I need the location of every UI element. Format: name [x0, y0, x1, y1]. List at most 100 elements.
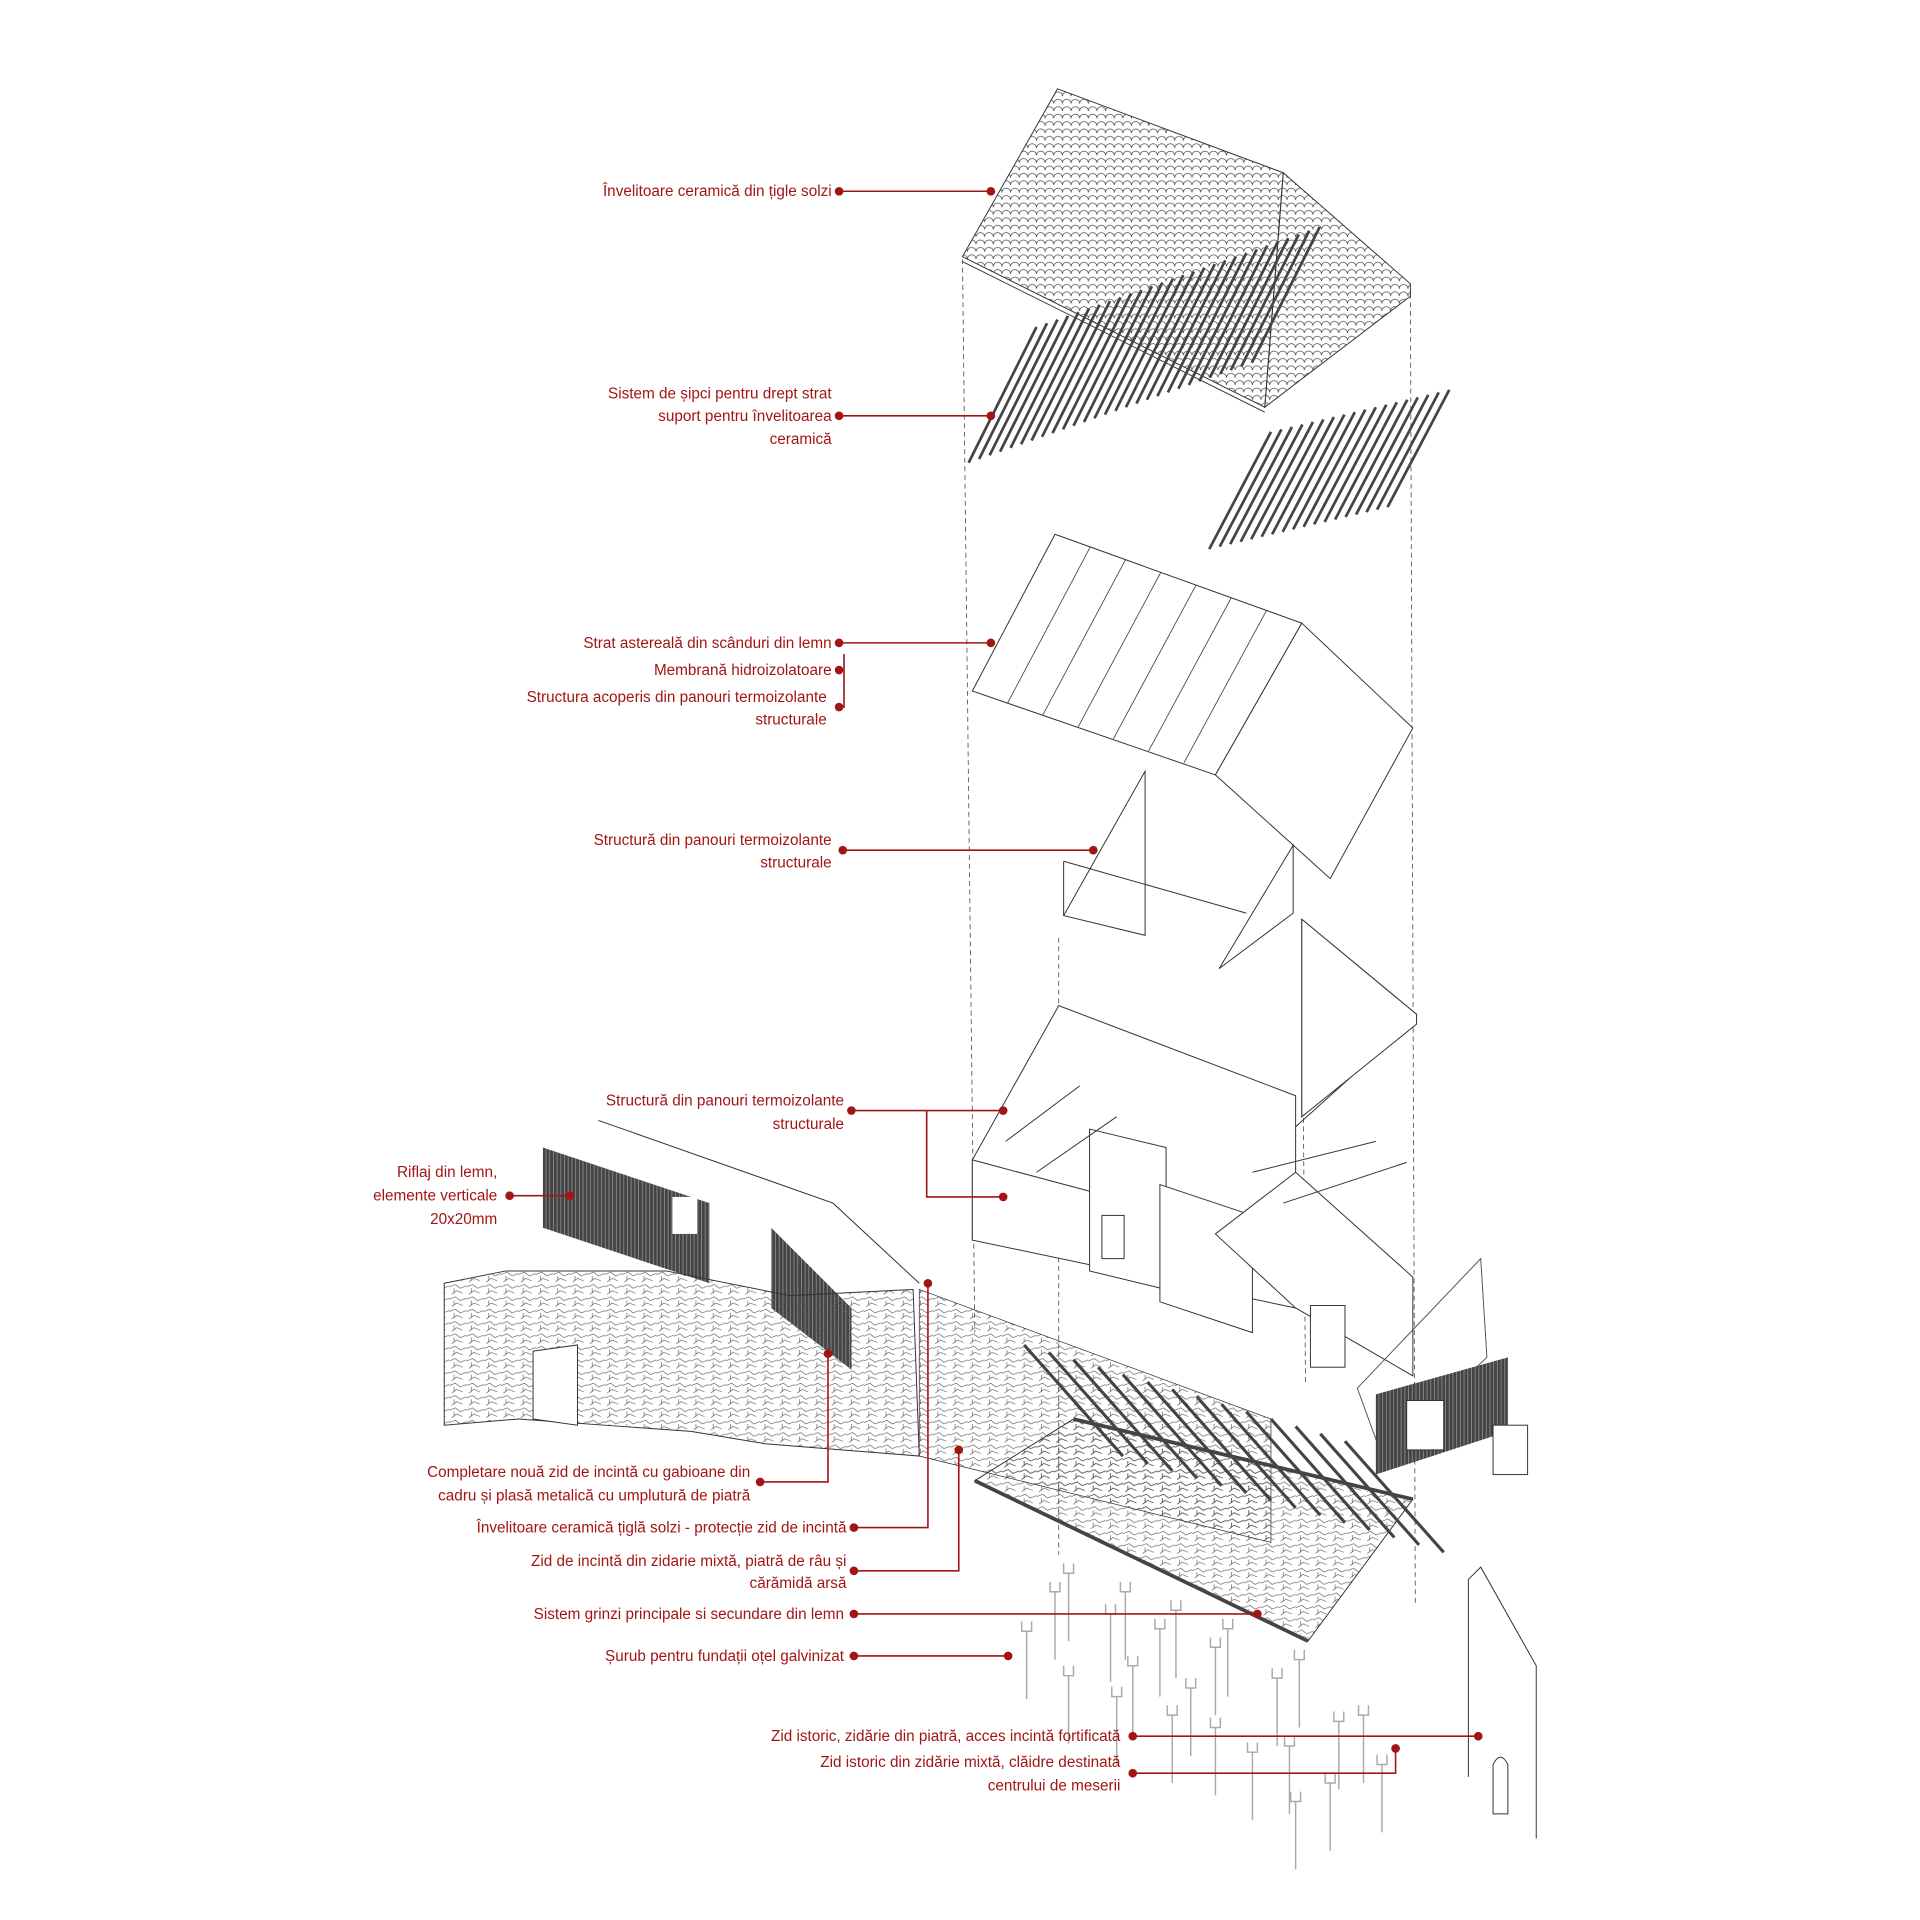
screw-icon — [1062, 1563, 1075, 1642]
beam — [1121, 1373, 1223, 1487]
screw-icon — [1154, 1618, 1166, 1697]
beam — [1047, 1351, 1149, 1465]
battens-layer — [967, 226, 1451, 550]
batten — [1218, 428, 1283, 548]
batten — [1009, 311, 1080, 449]
batten — [1156, 259, 1227, 397]
batten — [1219, 237, 1290, 375]
batten — [1375, 391, 1440, 511]
board-joint — [1112, 584, 1197, 740]
label-roof-structure-1: Structura acoperis din panouri termoizol… — [527, 689, 827, 706]
label-battens-1: Sistem de șipci pentru drept strat — [608, 386, 832, 403]
callouts: Învelitoare ceramică din țigle solzi Sis… — [373, 183, 1483, 1794]
batten — [1229, 233, 1300, 371]
batten — [1208, 431, 1273, 550]
label-battens-2: suport pentru învelitoarea — [658, 408, 832, 425]
label-boarding: Strat astereală din scânduri din lemn — [583, 635, 831, 652]
batten — [1093, 281, 1164, 419]
screw-icon — [1289, 1791, 1302, 1870]
screw-icon — [1283, 1736, 1296, 1814]
batten — [1239, 423, 1304, 543]
label-cladding-2: elemente verticale — [373, 1188, 497, 1205]
beam — [1023, 1343, 1125, 1458]
batten — [1177, 252, 1248, 390]
label-wall-tiles: Învelitoare ceramică țiglă solzi - prote… — [476, 1520, 847, 1537]
main-beam — [1073, 1417, 1414, 1502]
screw-icon — [1049, 1581, 1061, 1660]
batten — [1386, 389, 1451, 508]
screw-icon — [1119, 1581, 1132, 1660]
roof-boarding-layer — [971, 533, 1414, 880]
beam — [1269, 1417, 1371, 1532]
screw-icon — [1020, 1621, 1033, 1700]
batten — [998, 315, 1070, 453]
beam — [1245, 1410, 1347, 1524]
beam — [1097, 1366, 1199, 1480]
batten — [1030, 304, 1101, 442]
screw-icon — [1111, 1686, 1123, 1765]
batten — [1082, 285, 1154, 423]
beam — [1343, 1440, 1445, 1554]
screw-icon — [1062, 1665, 1075, 1744]
batten — [1135, 267, 1206, 405]
batten — [1040, 300, 1112, 438]
batten — [1166, 256, 1237, 393]
label-upper-panels-1: Structură din panouri termoizolante — [594, 832, 832, 849]
batten — [1103, 278, 1175, 416]
batten — [1354, 396, 1419, 516]
screw-icon — [1185, 1678, 1197, 1756]
batten — [967, 326, 1038, 464]
label-historic-wall-mixed-1: Zid istoric din zidărie mixtă, clăidre d… — [820, 1754, 1121, 1771]
batten — [977, 322, 1049, 460]
batten — [1187, 248, 1258, 386]
screw-icon — [1324, 1773, 1336, 1851]
batten — [1208, 241, 1279, 379]
batten — [1198, 244, 1269, 382]
roof-tiles-layer — [961, 88, 1411, 413]
screw-icon — [1376, 1754, 1388, 1833]
batten — [1114, 274, 1185, 412]
beam — [1146, 1380, 1248, 1495]
screw-icon — [1166, 1705, 1178, 1784]
batten — [1250, 421, 1315, 540]
label-screw: Șurub pentru fundații oțel galvinizat — [605, 1648, 845, 1665]
label-historic-wall-mixed-2: centrului de meserii — [988, 1777, 1121, 1794]
batten — [988, 318, 1059, 456]
label-lower-panels-2: structurale — [773, 1116, 844, 1133]
label-enclosure-wall-2: cărămidă arsă — [750, 1575, 847, 1592]
upper-wall-panels — [1062, 769, 1418, 1130]
label-roof-structure-2: structurale — [755, 711, 826, 728]
screw-icon — [1104, 1604, 1117, 1682]
batten — [1323, 404, 1388, 523]
screw-icon — [1271, 1668, 1283, 1747]
batten — [1344, 399, 1409, 518]
batten — [1072, 289, 1143, 427]
board-joint — [1042, 559, 1126, 716]
label-gabion-wall-1: Completare nouă zid de incintă cu gabioa… — [427, 1464, 750, 1481]
label-cladding-1: Riflaj din lemn, — [397, 1164, 497, 1181]
lower-building-panels — [971, 1005, 1414, 1377]
label-membrane: Membrană hidroizolatoare — [654, 662, 832, 679]
batten — [1229, 426, 1294, 545]
batten — [1145, 263, 1217, 401]
screw-icon — [1170, 1600, 1182, 1679]
batten — [1061, 293, 1133, 431]
beam — [1195, 1395, 1297, 1509]
batten — [1333, 401, 1399, 521]
screw-icon — [1222, 1618, 1234, 1697]
label-gabion-wall-2: cadru și plasă metalică cu umplutură de … — [438, 1487, 751, 1504]
beam — [1220, 1403, 1322, 1517]
screw-icon — [1333, 1711, 1345, 1790]
label-battens-3: ceramică — [770, 431, 833, 448]
board-joint — [1007, 546, 1091, 704]
batten — [1312, 406, 1378, 526]
beam — [1072, 1358, 1174, 1472]
label-roof-tiles: Învelitoare ceramică din țigle solzi — [602, 183, 832, 200]
batten — [1365, 394, 1430, 513]
batten — [1291, 411, 1357, 530]
screw-icon — [1357, 1705, 1370, 1784]
board-joint — [1148, 597, 1232, 752]
screw-icon — [1246, 1742, 1259, 1821]
beam — [1171, 1388, 1273, 1502]
